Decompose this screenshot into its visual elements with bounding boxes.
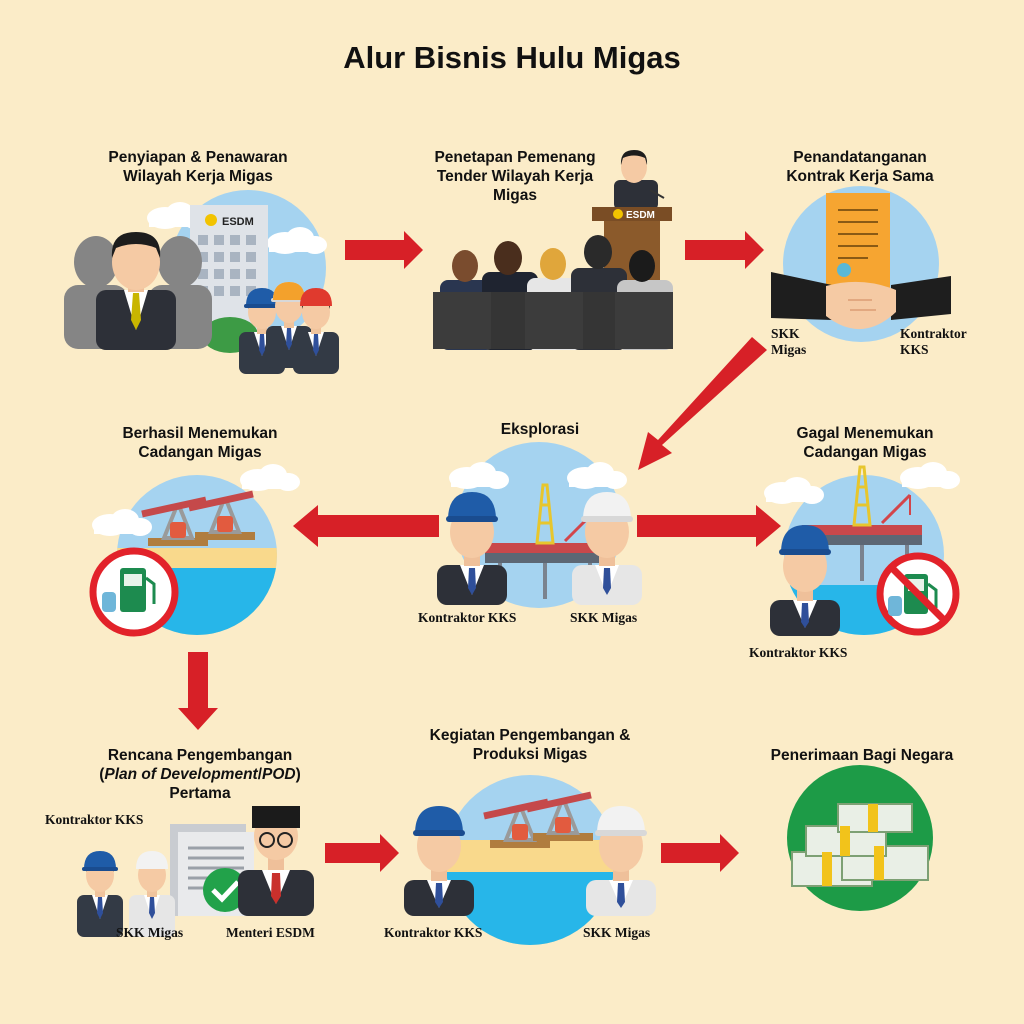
arrow-icon	[637, 505, 781, 547]
contract-certificate-icon	[826, 193, 890, 295]
helmet-icon	[583, 492, 631, 520]
step7-party-top: Kontraktor KKS	[45, 812, 144, 827]
step5-illustration	[89, 464, 300, 637]
checkmark-icon	[203, 868, 247, 912]
step3-illustration	[771, 186, 951, 342]
audience-icon	[433, 235, 673, 350]
helmet-icon	[597, 806, 645, 834]
speaker-icon	[614, 150, 658, 210]
page-title: Alur Bisnis Hulu Migas	[343, 40, 681, 75]
arrow-icon	[345, 231, 423, 269]
esdm-badge: ESDM	[222, 216, 254, 228]
step1-title: Penyiapan & Penawaran Wilayah Kerja Miga…	[108, 149, 288, 185]
step4-party-left: Kontraktor KKS	[418, 610, 517, 625]
fuel-pump-icon	[89, 547, 179, 637]
helmet-icon	[136, 851, 168, 869]
cloud-icon	[240, 464, 300, 491]
step7-party-bottom-right: Menteri ESDM	[226, 925, 315, 940]
arrow-icon	[293, 505, 439, 547]
helmet-icon	[781, 525, 829, 553]
step6-title: Gagal Menemukan Cadangan Migas	[796, 425, 934, 461]
skk-person	[572, 492, 642, 605]
handshake-icon	[771, 272, 951, 330]
step8-party-left: Kontraktor KKS	[384, 925, 483, 940]
step4-party-right: SKK Migas	[570, 610, 638, 625]
step8-party-right: SKK Migas	[583, 925, 651, 940]
skk-person	[586, 806, 656, 916]
arrow-icon	[325, 834, 399, 872]
step3-party-left: SKK Migas	[771, 326, 807, 357]
step4-illustration	[437, 442, 642, 608]
step4-title: Eksplorasi	[500, 421, 580, 438]
people-group-icon	[96, 232, 176, 350]
arrow-icon	[685, 231, 764, 269]
arrow-icon	[661, 834, 739, 872]
skk-person	[129, 851, 175, 937]
step3-party-right: Kontraktor KKS	[900, 326, 967, 357]
step8-title: Kegiatan Pengembangan & Produksi Migas	[429, 727, 631, 763]
step7-illustration	[77, 806, 314, 937]
helmet-icon	[82, 851, 118, 871]
step2-illustration: ESDM	[433, 150, 673, 350]
step6-illustration	[764, 462, 960, 636]
minister-person	[238, 806, 314, 916]
step3-title: Penandatanganan Kontrak Kerja Sama	[786, 149, 934, 185]
step2-title: Penetapan Pemenang Tender Wilayah Kerja …	[434, 149, 596, 204]
helmet-icon	[448, 492, 496, 520]
contractor-person	[437, 492, 507, 605]
contractor-person	[770, 525, 840, 636]
step7-title: Rencana Pengembangan (Plan of Developmen…	[99, 747, 301, 802]
cloud-icon	[764, 477, 824, 504]
peci-hat-icon	[252, 806, 300, 828]
step5-title: Berhasil Menemukan Cadangan Migas	[122, 425, 278, 461]
esdm-badge: ESDM	[626, 210, 655, 221]
money-stack-icon	[787, 765, 933, 911]
step8-illustration	[404, 775, 656, 945]
arrow-icon	[178, 652, 218, 730]
step1-illustration: ESDM	[64, 190, 339, 374]
arrow-icon	[638, 337, 767, 470]
step9-title: Penerimaan Bagi Negara	[770, 747, 954, 764]
contractor-person	[404, 806, 474, 916]
step6-party: Kontraktor KKS	[749, 645, 848, 660]
helmet-icon	[415, 806, 463, 834]
step7-party-bottom-left: SKK Migas	[116, 925, 184, 940]
prohibited-icon	[880, 556, 956, 632]
cloud-icon	[900, 462, 960, 489]
